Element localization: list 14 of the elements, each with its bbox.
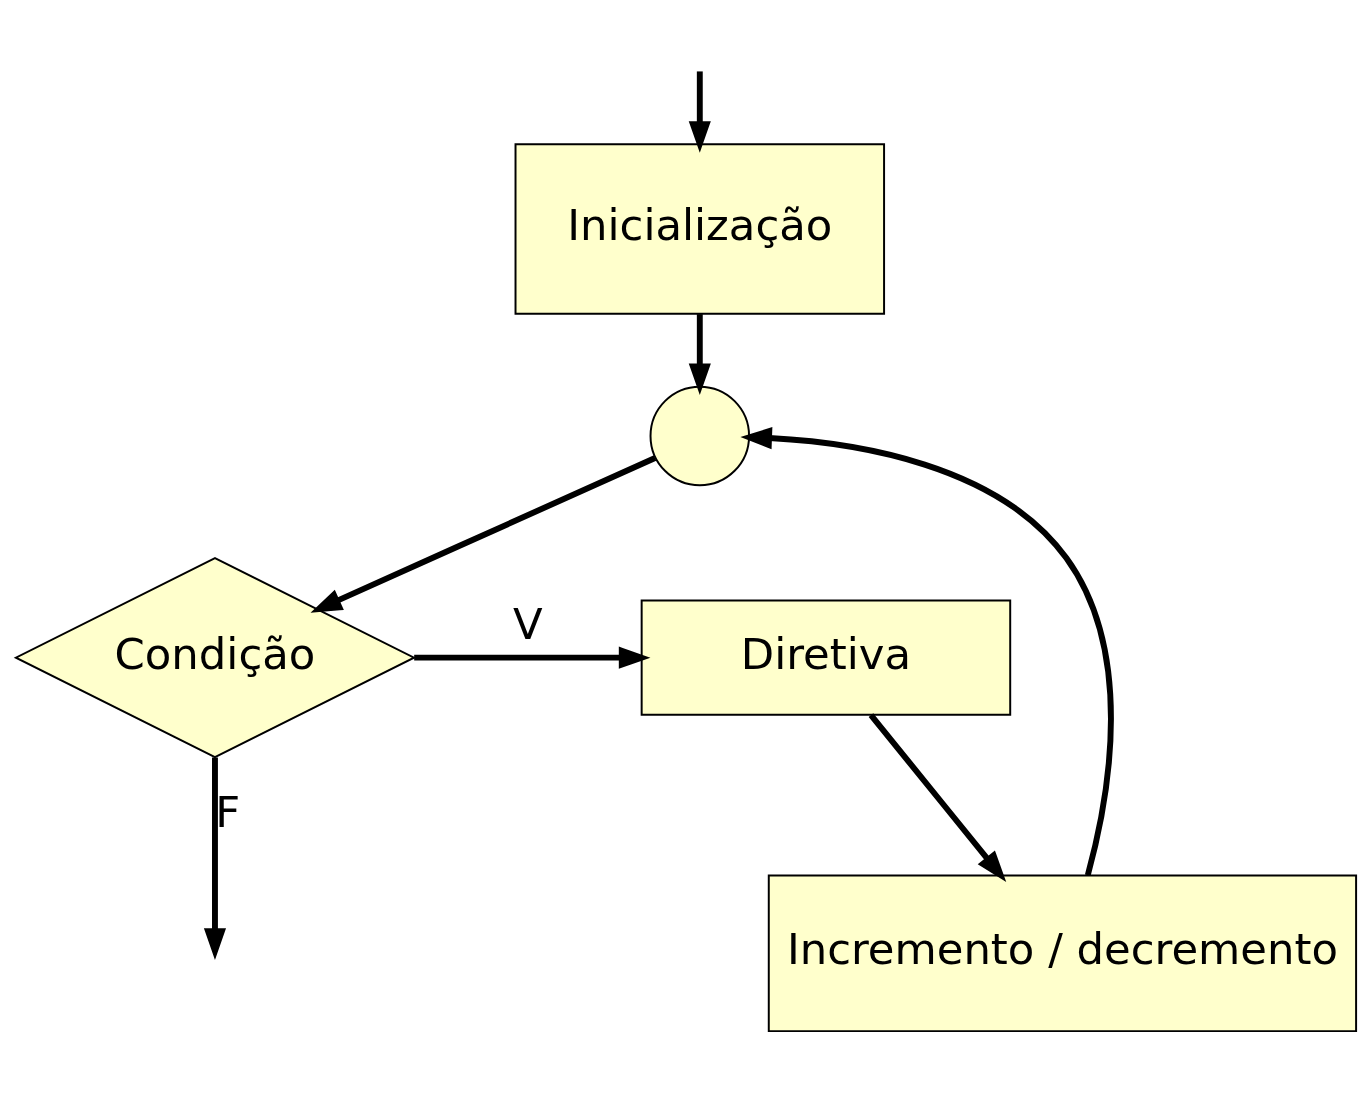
arrow [203, 757, 227, 960]
node-box: Diretiva [640, 599, 1012, 716]
arrow [740, 427, 1114, 876]
edge-label: F [215, 787, 241, 838]
arrow [414, 646, 651, 669]
node-box: Inicialização [514, 143, 886, 315]
arrow [688, 71, 711, 153]
edge-label: V [513, 599, 543, 650]
arrow [310, 455, 657, 613]
node-diamond: Condição [13, 557, 417, 759]
node-circle [649, 385, 751, 487]
arrow [868, 713, 1007, 882]
node-box: Incremento / decremento [767, 874, 1358, 1033]
arrow [688, 314, 711, 396]
